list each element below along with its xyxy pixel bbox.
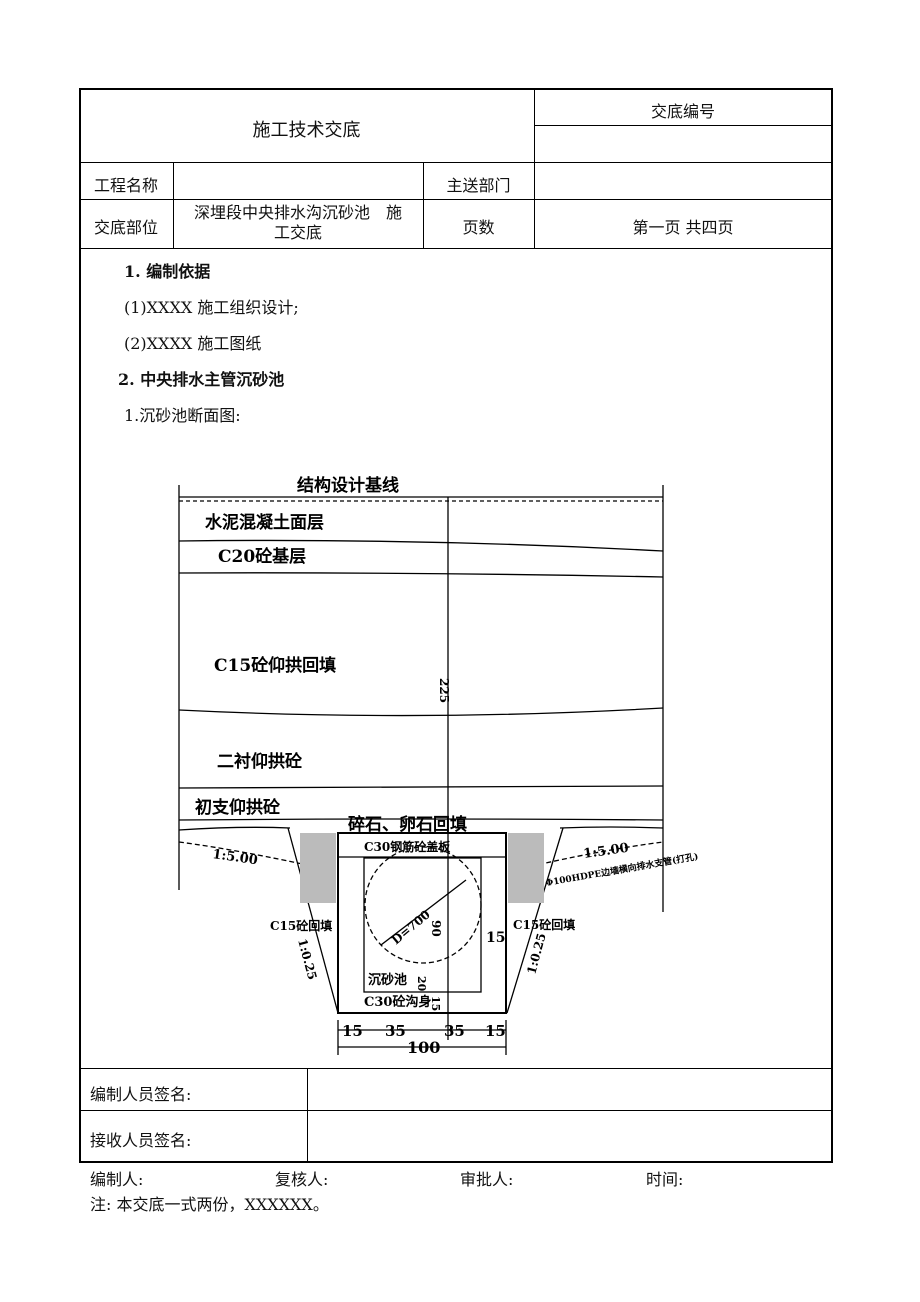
divider: [79, 199, 832, 200]
time-label: 时间:: [646, 1170, 684, 1189]
compiled-by: 编制人:: [90, 1170, 144, 1189]
label-gravel: 碎石、卵石回填: [348, 814, 467, 835]
receiver-signature-label: 接收人员签名:: [90, 1131, 192, 1150]
label-layer: 初支仰拱砼: [195, 797, 281, 818]
label-side-slope: 1:0.25: [295, 937, 319, 981]
table-border-top: [79, 88, 833, 90]
divider: [534, 88, 535, 248]
label-pit: 沉砂池: [368, 972, 407, 988]
label-dim: 20: [415, 976, 428, 992]
label-cover: C30钢筋砼盖板: [364, 839, 451, 854]
label-slope: 1:5.00: [211, 847, 258, 868]
label-side-slope: 1:0.25: [524, 932, 548, 976]
divider: [173, 162, 174, 248]
label-layer: 水泥混凝土面层: [205, 512, 324, 533]
label-dim: 15: [342, 1022, 363, 1040]
label-fill: C15砼回填: [270, 918, 332, 933]
list-item: (1)XXXX 施工组织设计;: [124, 298, 299, 317]
list-item: (2)XXXX 施工图纸: [124, 334, 262, 353]
divider: [79, 1068, 832, 1069]
label-body: C30砼沟身: [364, 994, 431, 1010]
gravel-fill-right: [508, 833, 544, 903]
label-dim: 225: [437, 678, 451, 703]
part-value-line2: 工交底: [273, 223, 322, 242]
part-label: 交底部位: [93, 218, 158, 237]
label-total: 100: [407, 1038, 440, 1057]
code-label: 交底编号: [650, 102, 715, 121]
label-dim: 35: [444, 1022, 465, 1040]
compiler-signature-label: 编制人员签名:: [90, 1085, 192, 1104]
divider: [423, 162, 424, 248]
label-slope: 1:5.00: [582, 841, 629, 862]
dept-label: 主送部门: [446, 176, 511, 195]
part-value: 深埋段中央排水沟沉砂池 施工交底: [173, 203, 423, 243]
reviewed-by: 复核人:: [275, 1170, 329, 1189]
label-baseline: 结构设计基线: [297, 475, 399, 496]
footer-note: 注: 本交底一式两份，XXXXXX。: [90, 1195, 329, 1214]
gravel-fill-left: [300, 833, 336, 903]
table-border-right: [831, 88, 833, 1163]
divider: [79, 1110, 832, 1111]
section-heading: 1. 编制依据: [124, 262, 211, 281]
label-fill: C15砼回填: [513, 917, 575, 932]
label-dim: 90: [429, 920, 443, 937]
label-layer: C15砼仰拱回填: [214, 655, 336, 676]
label-dim: 15: [486, 930, 505, 946]
divider: [307, 1068, 308, 1162]
pages-value: 第一页 共四页: [632, 218, 734, 237]
table-border-left: [79, 88, 81, 1163]
label-diameter: D=700: [389, 907, 433, 947]
divider: [79, 248, 832, 249]
label-dim: 35: [385, 1022, 406, 1040]
approved-by: 审批人:: [460, 1170, 514, 1189]
project-label: 工程名称: [93, 176, 158, 195]
divider: [534, 125, 832, 126]
label-layer: 二衬仰拱砼: [217, 751, 303, 772]
subsection-heading: 1.沉砂池断面图:: [124, 406, 241, 425]
label-dim: 15: [429, 996, 442, 1011]
pages-label: 页数: [462, 218, 495, 237]
label-layer: C20砼基层: [218, 546, 306, 567]
table-border-bottom: [79, 1161, 833, 1163]
document-title: 施工技术交底: [252, 120, 361, 141]
part-value-line1: 深埋段中央排水沟沉砂池 施: [193, 203, 402, 222]
section-heading: 2. 中央排水主管沉砂池: [118, 370, 285, 389]
label-dim: 15: [485, 1022, 506, 1040]
divider: [79, 162, 832, 163]
